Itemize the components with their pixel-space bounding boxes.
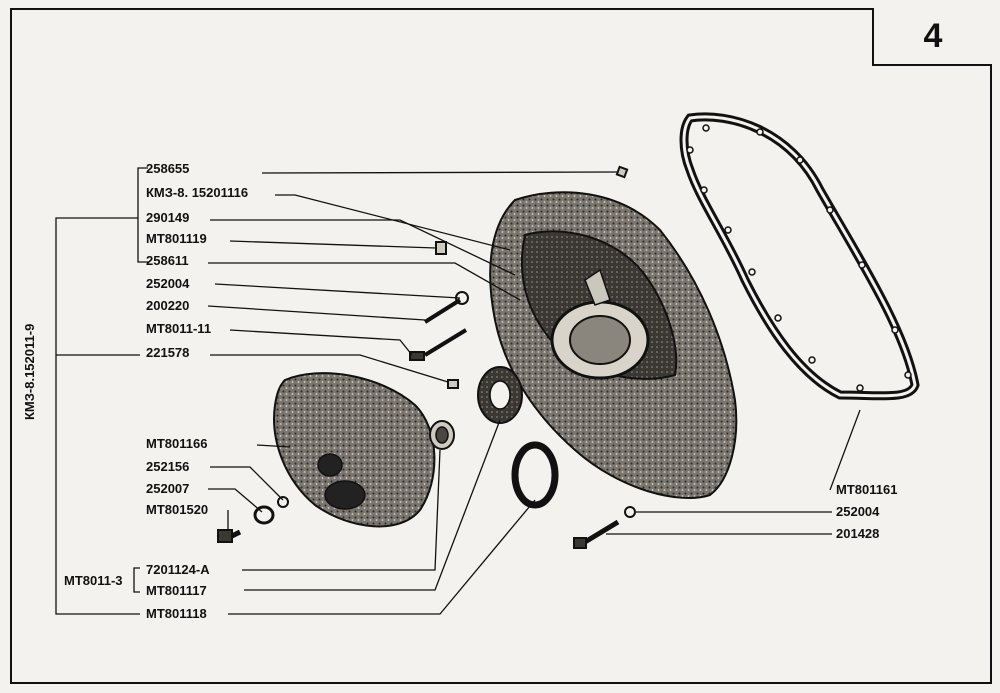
part-label-mt801118: MT801118: [146, 606, 207, 621]
ring-mt801118: [511, 441, 559, 509]
assembly-label: КМЗ-8.152011-9: [22, 323, 37, 420]
part-label-221578: 221578: [146, 345, 190, 360]
part-label-290149: 290149: [146, 210, 190, 225]
part-label-mt801520: MT801520: [146, 502, 209, 517]
part-label-252156: 252156: [146, 459, 190, 474]
part-label-252007: 252007: [146, 481, 190, 496]
diagram-frame: [10, 8, 992, 684]
clutch-cover-mt801166: [273, 372, 436, 528]
part-label-252004-top: 252004: [146, 276, 190, 291]
hub-mt801117: [477, 366, 523, 424]
part-label-7201124-a: 7201124-A: [146, 562, 210, 577]
part-label-mt8011-11: MT8011-11: [146, 321, 212, 336]
bearing-7201124a: [429, 420, 455, 450]
part-label-mt801166: MT801166: [146, 436, 208, 451]
fasteners: [217, 165, 636, 549]
part-label-252004-right: 252004: [836, 504, 880, 519]
crankcase-cover: [489, 191, 738, 499]
leader-lines: [55, 167, 861, 615]
part-label-15201116: КМЗ-8. 15201116: [146, 185, 249, 200]
gasket-mt801161: [679, 112, 920, 401]
part-label-201428: 201428: [836, 526, 880, 541]
group-label: МТ8011-3: [64, 573, 123, 588]
part-label-258611: 258611: [146, 253, 189, 268]
page-number-box: 4: [872, 8, 992, 66]
page-number: 4: [923, 16, 943, 55]
part-label-mt801117: MT801117: [146, 583, 207, 598]
part-label-mt801119: MT801119: [146, 231, 207, 246]
part-label-200220: 200220: [146, 298, 190, 313]
part-label-mt801161: MT801161: [836, 482, 898, 497]
part-label-258655: 258655: [146, 161, 190, 176]
